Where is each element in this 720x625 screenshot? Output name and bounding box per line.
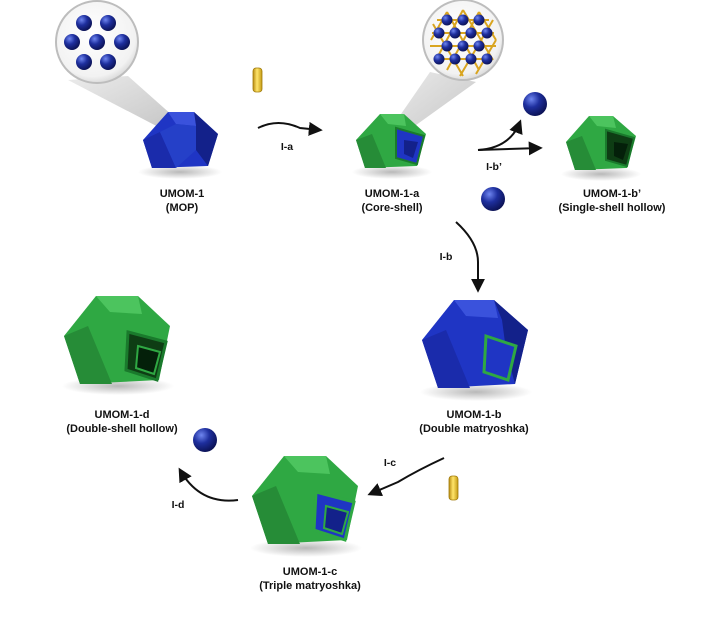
arrow-step-i-b-prime xyxy=(477,119,523,151)
crystal-umom-1 xyxy=(138,112,222,179)
blue-mop-sphere-icon xyxy=(481,187,505,211)
arrow-step-i-b-prime-main xyxy=(477,141,543,156)
crystal-umom-1-c xyxy=(250,456,362,557)
label-umom-1-name: UMOM-1 xyxy=(160,188,205,200)
step-label-i-b-prime: I-b’ xyxy=(486,161,502,173)
label-umom-1-a-name: UMOM-1-a xyxy=(365,188,420,200)
arrow-step-i-d xyxy=(178,467,239,502)
mop-particles-icon xyxy=(64,15,130,70)
label-umom-1-b-prime-name: UMOM-1-b’ xyxy=(583,188,641,200)
crystal-umom-1-b xyxy=(420,300,532,401)
label-umom-1-b-prime-desc: (Single-shell hollow) xyxy=(559,202,666,214)
zoom-bubble-mop xyxy=(55,0,182,132)
arrow-step-i-a xyxy=(257,121,323,136)
label-umom-1-b-desc: (Double matryoshka) xyxy=(419,423,529,435)
step-label-i-b: I-b xyxy=(440,251,453,263)
crystal-umom-1-a xyxy=(352,114,432,179)
step-label-i-d: I-d xyxy=(172,499,185,511)
crystal-umom-1-d xyxy=(62,296,174,395)
arrow-step-i-c xyxy=(367,457,445,497)
label-umom-1-desc: (MOP) xyxy=(166,202,199,214)
label-umom-1-a-desc: (Core-shell) xyxy=(361,202,422,214)
label-umom-1-c-name: UMOM-1-c xyxy=(283,566,337,578)
label-umom-1-d-name: UMOM-1-d xyxy=(95,409,150,421)
arrow-step-i-b xyxy=(455,221,485,293)
mof-lattice-icon xyxy=(430,9,497,77)
label-umom-1-d-desc: (Double-shell hollow) xyxy=(66,423,178,435)
blue-mop-sphere-icon xyxy=(193,428,217,452)
label-umom-1-b-name: UMOM-1-b xyxy=(447,409,502,421)
yellow-linker-rod-icon xyxy=(448,475,459,501)
blue-mop-sphere-icon xyxy=(523,92,547,116)
yellow-linker-rod-icon xyxy=(252,67,263,93)
step-label-i-a: I-a xyxy=(281,141,293,153)
label-umom-1-c-desc: (Triple matryoshka) xyxy=(259,580,361,592)
crystal-umom-1-b-prime xyxy=(561,116,641,181)
step-label-i-c: I-c xyxy=(384,457,396,469)
